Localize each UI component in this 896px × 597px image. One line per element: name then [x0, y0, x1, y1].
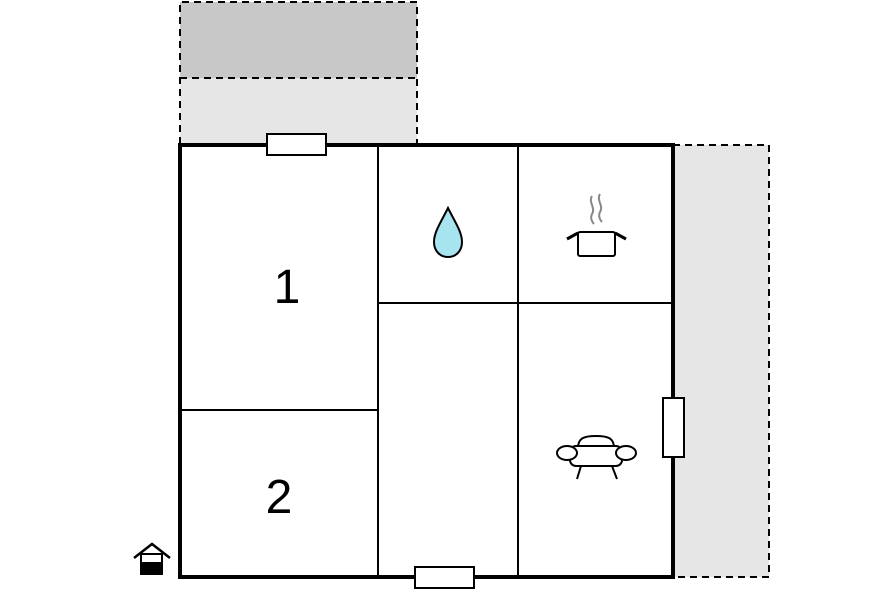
window-right: [662, 397, 685, 458]
sofa-icon: [556, 434, 637, 480]
side-terrace-outline: [673, 144, 770, 578]
door-bottom: [414, 566, 475, 589]
room-label-1: 1: [274, 261, 301, 314]
interior-walls: [180, 145, 673, 577]
side-terrace: [673, 145, 769, 577]
outdoor-area-top: [179, 1, 418, 144]
terrace-covered: [180, 2, 417, 78]
terrace-outline: [179, 1, 418, 144]
water-drop-icon: [432, 205, 464, 259]
window-top: [266, 133, 327, 156]
house-interior: [180, 145, 673, 577]
entrance-house-icon: [133, 542, 171, 575]
outdoor-area-right: [673, 144, 770, 578]
cooking-pot-icon: [566, 193, 627, 257]
room-label-2: 2: [266, 471, 293, 524]
